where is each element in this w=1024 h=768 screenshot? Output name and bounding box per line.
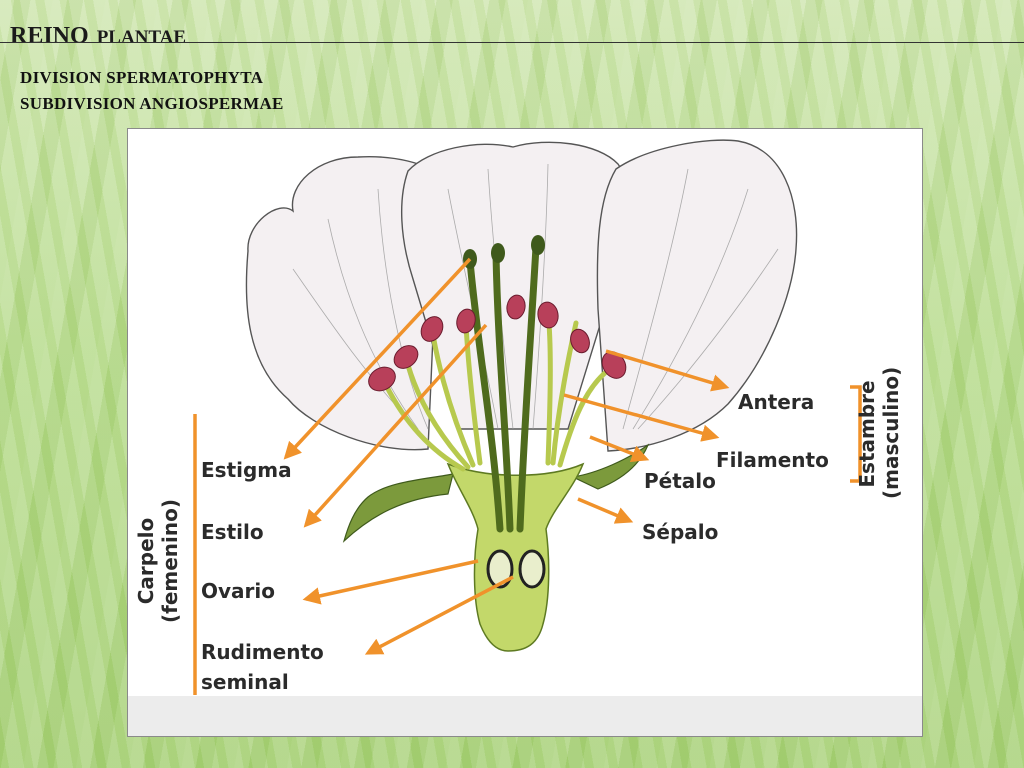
- label-filamento: Filamento: [716, 448, 829, 472]
- sepal-right: [571, 443, 650, 490]
- stigmas: [463, 235, 545, 269]
- label-antera: Antera: [738, 390, 815, 414]
- petals: [245, 139, 798, 452]
- anthers: [368, 294, 627, 392]
- receptacle: [446, 462, 585, 652]
- anther: [456, 308, 476, 334]
- estambre-title: Estambre: [855, 380, 879, 488]
- label-rudimento: Rudimento: [201, 640, 324, 664]
- pistil-styles: [466, 243, 540, 533]
- arrow-ovario: [302, 559, 479, 605]
- flower-diagram-panel: Antera Filamento Pétalo Sépalo Estigma E…: [127, 128, 923, 737]
- arrow-estilo: [303, 323, 488, 528]
- label-seminal: seminal: [201, 670, 289, 694]
- division-line: DIVISION SPERMATOPHYTA: [20, 68, 264, 87]
- carpelo-title: Carpelo: [134, 517, 158, 605]
- arrow-estigma: [283, 257, 472, 460]
- slide-title: REINO PLANTAE: [10, 14, 186, 51]
- arrow-petalo: [589, 435, 650, 463]
- anther: [420, 316, 444, 342]
- label-estilo: Estilo: [201, 520, 264, 544]
- arrow-antera: [605, 349, 730, 392]
- pointer-arrows: [283, 257, 730, 655]
- anther: [570, 328, 590, 354]
- label-estigma: Estigma: [201, 458, 292, 482]
- group-label-estambre: Estambre (masculino): [855, 366, 903, 499]
- title-rest: PLANTAE: [96, 27, 187, 48]
- arrow-rudimento: [364, 575, 514, 655]
- anther: [393, 345, 419, 369]
- ovary-chamber-left: [486, 549, 514, 589]
- anther: [537, 301, 559, 329]
- arrow-sepalo: [577, 497, 634, 524]
- group-label-carpelo: Carpelo (femenino): [134, 496, 182, 626]
- petal-right: [596, 139, 798, 452]
- title-divider: [0, 42, 1024, 43]
- sepal-left: [342, 473, 454, 543]
- bracket-estambre: [850, 385, 862, 483]
- subdivision-line: SUBDIVISION ANGIOSPERMAE: [20, 94, 284, 113]
- flower-illustration: [193, 139, 862, 695]
- label-ovario: Ovario: [201, 579, 275, 603]
- panel-footer-band: [128, 696, 922, 736]
- ovary-chamber-right: [518, 549, 546, 589]
- arrow-filamento: [563, 393, 720, 442]
- carpelo-subtitle: (femenino): [158, 498, 182, 624]
- label-petalo: Pétalo: [644, 469, 716, 493]
- label-sepalo: Sépalo: [642, 520, 719, 544]
- estambre-subtitle: (masculino): [879, 366, 903, 499]
- anther: [368, 366, 396, 392]
- title-main: REINO: [10, 23, 89, 49]
- anther: [506, 294, 526, 320]
